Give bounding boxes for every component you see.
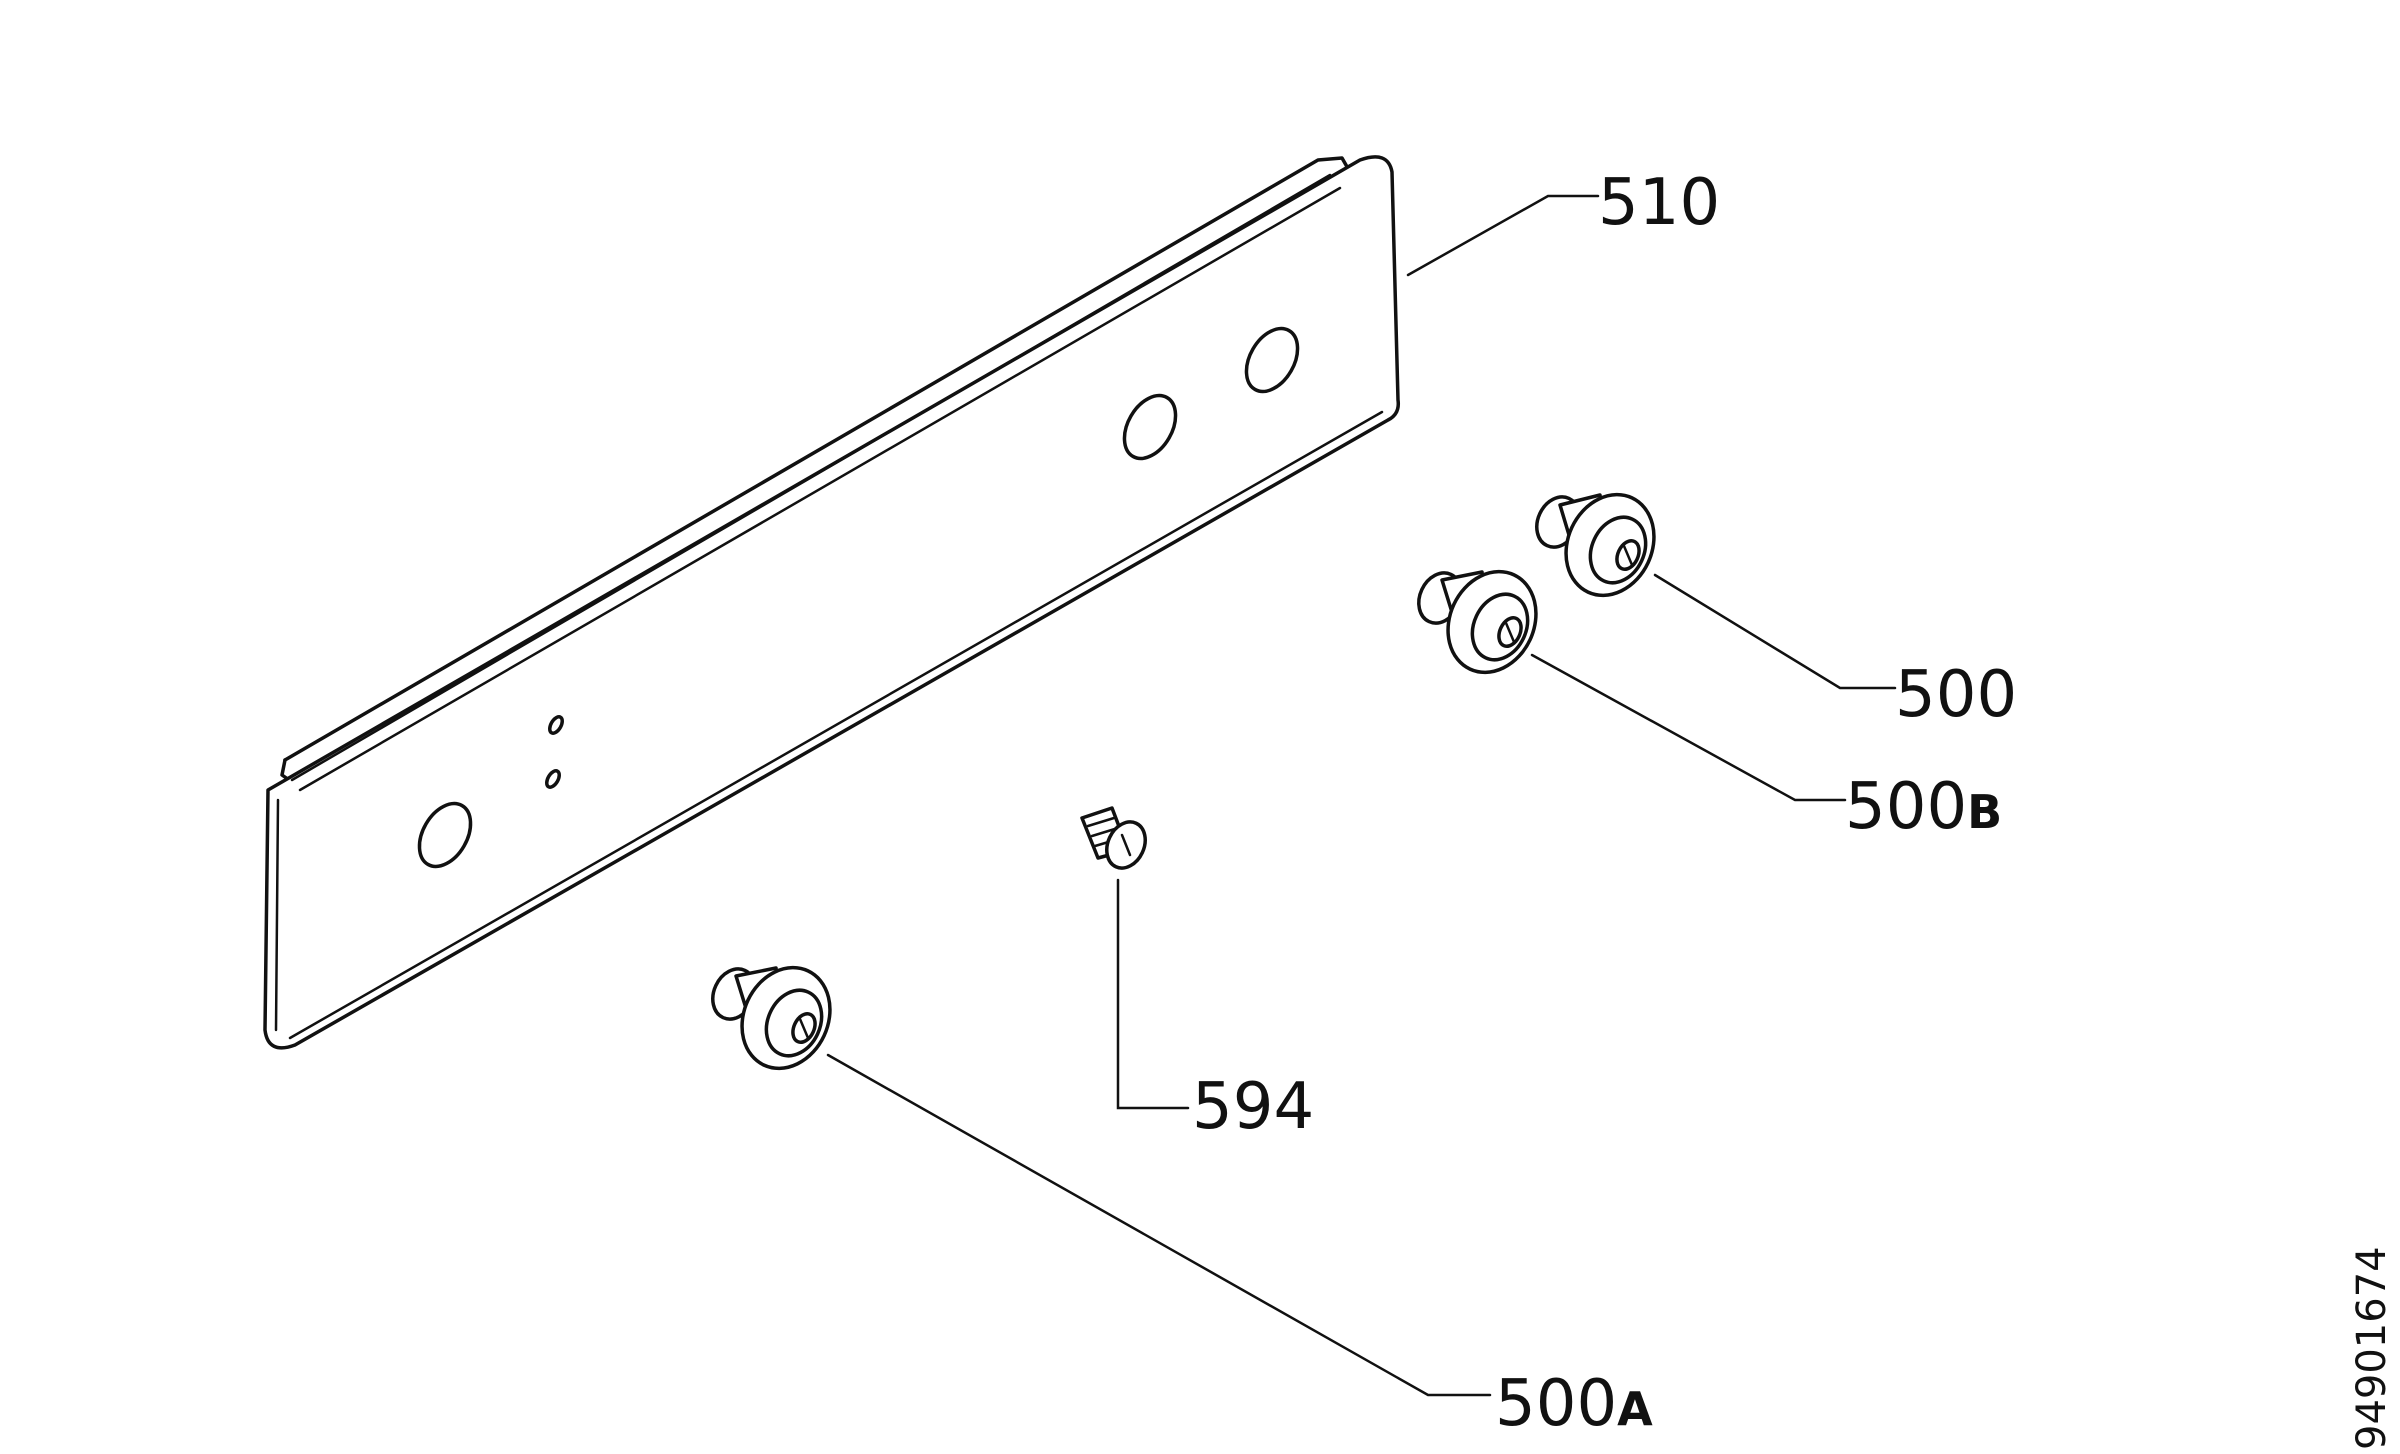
drawing-number: 94901674 [2349,1246,2395,1450]
knob-hole-right [1244,326,1300,394]
callout-500: 500 [1895,658,2017,732]
knob-hole-left [417,801,473,869]
indicator-hole-top [548,715,564,735]
callout-510: 510 [1598,166,1720,240]
control-knob-500b [1417,569,1538,675]
callout-500a: 500A [1495,1367,1653,1441]
control-panel-plate-510 [263,155,1401,1050]
leader-line-510 [1406,194,1600,277]
control-knob-500 [1535,492,1656,598]
callout-500b: 500B [1845,770,2002,844]
leader-line-594 [1116,878,1190,1110]
indicator-hole-bottom [545,769,561,789]
knob-hole-middle [1122,393,1178,461]
control-knob-500a [711,965,832,1071]
leader-line-500b [1530,653,1847,802]
leader-line-500 [1653,573,1897,690]
screw-594 [1080,806,1147,870]
leader-line-500a [826,1053,1492,1397]
callout-594: 594 [1192,1070,1314,1144]
